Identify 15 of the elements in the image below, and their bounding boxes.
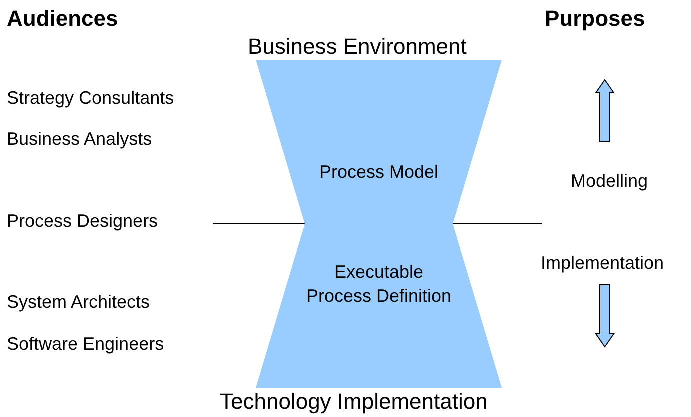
audience-label: Business Analysts (7, 129, 152, 150)
column-heading: Purposes (545, 6, 646, 32)
audience-label: Strategy Consultants (7, 88, 174, 109)
shape-label: Process Model (318, 161, 440, 184)
trapezoid-shape (256, 60, 502, 224)
purpose-label: Modelling (571, 171, 648, 192)
trapezoid-shape (256, 224, 502, 388)
shape-label: Executable Process Definition (306, 261, 452, 308)
audience-label: System Architects (7, 292, 150, 313)
heading: Technology Implementation (220, 389, 488, 415)
column-heading: Audiences (7, 6, 118, 32)
heading: Business Environment (248, 34, 467, 60)
audience-label: Software Engineers (7, 334, 164, 355)
purpose-label: Implementation (541, 253, 664, 274)
audience-label: Process Designers (7, 211, 158, 232)
